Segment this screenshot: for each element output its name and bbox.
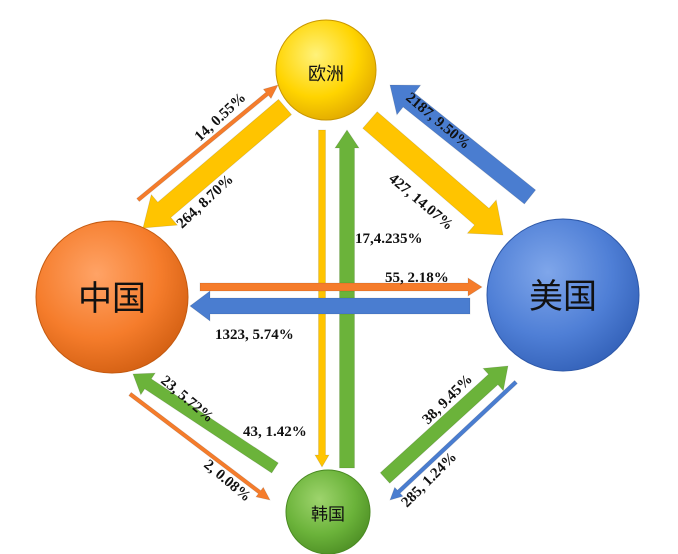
arrow-korea-to-china: [132, 372, 279, 474]
flow-arrows: [128, 84, 537, 501]
label-china-to-usa: 55, 2.18%: [385, 270, 449, 286]
arrow-usa-to-europe: [389, 84, 537, 205]
arrow-korea-to-usa: [379, 365, 509, 484]
node-korea: 韩国: [285, 469, 371, 554]
label-usa-to-china: 1323, 5.74%: [215, 327, 294, 343]
label-korea-to-europe: 17,4.235%: [355, 231, 423, 247]
arrow-europe-to-china: [142, 98, 293, 229]
node-europe-label: 欧洲: [308, 64, 344, 85]
node-china-label: 中国: [78, 279, 146, 319]
node-usa-label: 美国: [529, 277, 597, 317]
node-china: 中国: [35, 220, 189, 374]
arrow-europe-to-usa: [362, 111, 504, 236]
arrow-china-to-europe: [136, 84, 279, 203]
node-korea-label: 韩国: [311, 505, 345, 525]
node-usa: 美国: [486, 218, 640, 372]
node-europe: 欧洲: [275, 19, 377, 121]
label-europe-to-korea: 43, 1.42%: [243, 424, 307, 440]
arrow-usa-to-korea: [389, 379, 518, 501]
arrow-china-to-korea: [128, 391, 271, 501]
arrow-usa-to-china: [189, 290, 471, 322]
arrow-china-to-usa: [199, 277, 483, 297]
